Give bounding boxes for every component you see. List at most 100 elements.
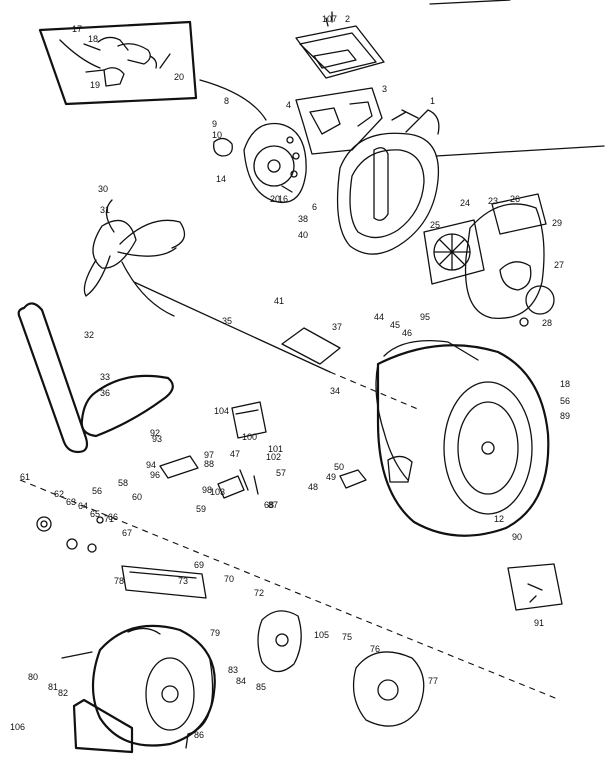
- part-control-box: [231, 401, 267, 439]
- part-number-label: 75: [342, 632, 352, 642]
- part-number-label: 18: [560, 379, 570, 389]
- part-number-label: 58: [118, 478, 128, 488]
- part-number-label: 41: [274, 296, 284, 306]
- part-number-label: 73: [178, 576, 188, 586]
- part-number-label: 28: [542, 318, 552, 328]
- part-side-bracket: [507, 563, 563, 611]
- part-number-label: 24: [460, 198, 470, 208]
- part-number-label: 26: [510, 194, 520, 204]
- part-number-label: 84: [236, 676, 246, 686]
- part-number-label: 27: [554, 260, 564, 270]
- part-back-plate: [464, 193, 555, 327]
- part-number-label: 6: [312, 202, 317, 212]
- part-number-label: 38: [298, 214, 308, 224]
- part-number-label: 63: [66, 497, 76, 507]
- part-number-label: 34: [330, 386, 340, 396]
- part-linkage-cluster: [159, 455, 367, 499]
- part-number-label: 1: [430, 96, 435, 106]
- part-number-label: 20: [270, 194, 280, 204]
- part-number-label: 86: [194, 730, 204, 740]
- part-number-label: 101: [268, 444, 283, 454]
- part-number-label: 94: [146, 460, 156, 470]
- part-number-label: 70: [224, 574, 234, 584]
- part-number-label: 33: [100, 372, 110, 382]
- part-number-label: 2: [345, 14, 350, 24]
- part-number-label: 35: [222, 316, 232, 326]
- part-number-label: 12: [494, 514, 504, 524]
- part-number-label: 67: [122, 528, 132, 538]
- part-number-label: 25: [430, 220, 440, 230]
- part-number-label: 30: [98, 184, 108, 194]
- part-number-label: 10: [212, 130, 222, 140]
- part-number-label: 4: [286, 100, 291, 110]
- part-number-label: 91: [534, 618, 544, 628]
- part-number-label: 47: [230, 449, 240, 459]
- inset-detail-box: [38, 20, 198, 106]
- part-number-label: 62: [54, 489, 64, 499]
- part-main-drum: [375, 339, 550, 537]
- part-drive-belt: [17, 302, 174, 454]
- part-number-label: 88: [204, 459, 214, 469]
- part-number-label: 3: [382, 84, 387, 94]
- part-number-label: 57: [276, 468, 286, 478]
- part-number-label: 18: [88, 34, 98, 44]
- part-number-label: 104: [214, 406, 229, 416]
- part-number-label: 98: [202, 485, 212, 495]
- part-number-label: 61: [20, 472, 30, 482]
- part-number-label: 48: [308, 482, 318, 492]
- part-cover-plate: [213, 122, 307, 204]
- part-number-label: 80: [28, 672, 38, 682]
- part-number-label: 78: [114, 576, 124, 586]
- part-number-label: 16: [278, 194, 288, 204]
- part-number-label: 59: [196, 504, 206, 514]
- part-motor-end-plates: [257, 610, 425, 727]
- part-number-label: 103: [210, 487, 225, 497]
- part-number-label: 83: [228, 665, 238, 675]
- part-number-label: 45: [390, 320, 400, 330]
- part-number-label: 77: [428, 676, 438, 686]
- assembly-guide-line: [19, 479, 561, 701]
- part-number-label: 97: [204, 450, 214, 460]
- part-number-label: 68: [264, 500, 274, 510]
- part-number-label: 31: [100, 205, 110, 215]
- part-fan-blade: [83, 199, 186, 317]
- part-number-label: 17: [72, 24, 82, 34]
- part-number-label: 81: [48, 682, 58, 692]
- part-blower-housing: [336, 109, 440, 255]
- part-number-label: 79: [210, 628, 220, 638]
- part-number-label: 82: [58, 688, 68, 698]
- part-number-label: 87: [268, 500, 278, 510]
- part-number-label: 37: [332, 322, 342, 332]
- part-blower-wheel: [423, 219, 485, 285]
- part-number-label: 66: [108, 512, 118, 522]
- part-number-callouts: 1234689101214161718192023242526272829303…: [10, 14, 570, 740]
- part-number-label: 65: [90, 509, 100, 519]
- part-number-label: 9: [212, 119, 217, 129]
- part-bracket-plate: [295, 87, 383, 155]
- part-number-label: 50: [334, 462, 344, 472]
- part-number-label: 100: [242, 432, 257, 442]
- part-number-label: 102: [266, 452, 281, 462]
- part-number-label: 29: [552, 218, 562, 228]
- part-number-label: 14: [216, 174, 226, 184]
- part-number-label: 19: [90, 80, 100, 90]
- part-number-label: 85: [256, 682, 266, 692]
- part-number-label: 76: [370, 644, 380, 654]
- right-leader: [435, 145, 605, 157]
- part-motor: [61, 624, 216, 747]
- part-number-label: 90: [512, 532, 522, 542]
- part-number-label: 40: [298, 230, 308, 240]
- part-number-label: 44: [374, 312, 384, 322]
- inset-leader: [199, 79, 267, 121]
- part-number-label: 32: [84, 330, 94, 340]
- part-number-label: 69: [194, 560, 204, 570]
- part-mount-rail: [121, 565, 207, 599]
- part-number-label: 8: [224, 96, 229, 106]
- part-fasteners-row: [36, 516, 104, 553]
- part-number-label: 36: [100, 388, 110, 398]
- part-number-label: 56: [92, 486, 102, 496]
- part-number-label: 49: [326, 472, 336, 482]
- part-number-label: 56: [560, 396, 570, 406]
